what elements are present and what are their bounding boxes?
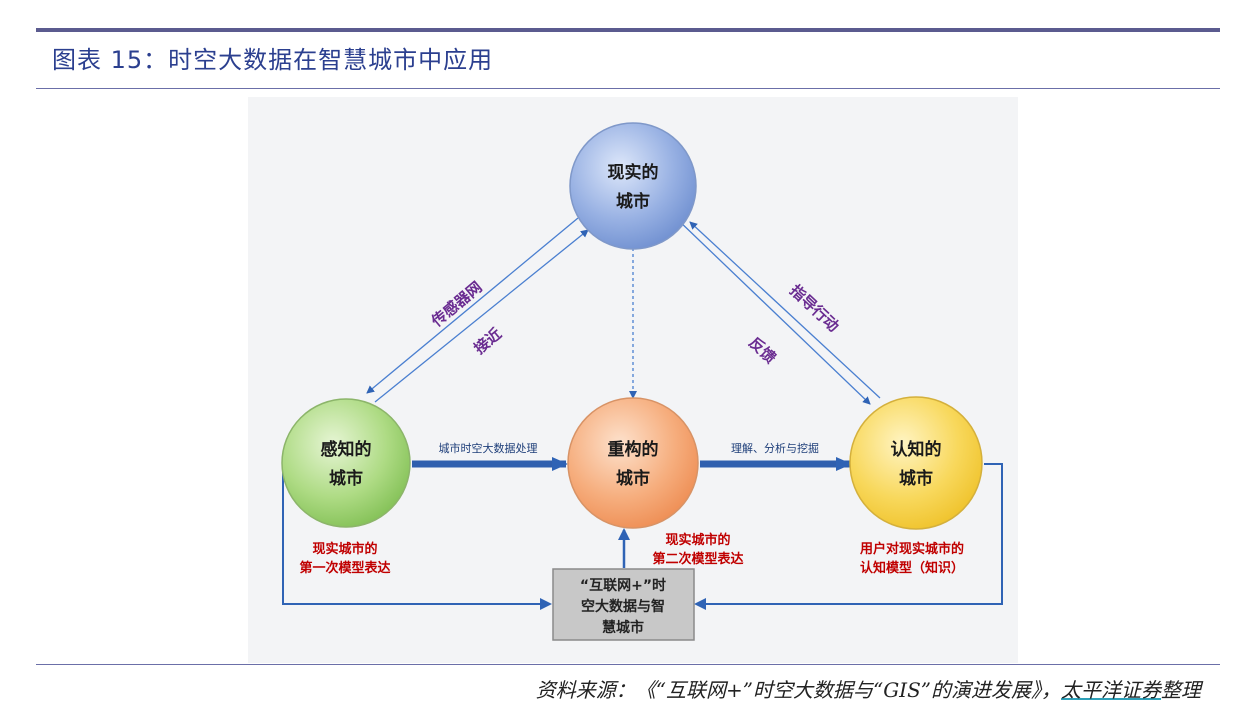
arrow-perceived-to-box (282, 460, 552, 610)
source-note: 资料来源：《“互联网+”时空大数据与“GIS”的演进发展》，太平洋证券整理 (536, 674, 1201, 703)
node-reconstructed-city: 重构的 城市 (567, 397, 699, 529)
center-box-line3: 慧城市 (602, 619, 644, 636)
caption-perceived-1: 现实城市的 (312, 541, 377, 557)
node-real-city-line2: 城市 (616, 191, 650, 212)
node-cognitive-city-line1: 认知的 (891, 439, 942, 460)
label-guide-action: 指导行动 (786, 281, 842, 335)
center-box-line2: 空大数据与智 (581, 598, 665, 615)
node-real-city-line1: 现实的 (608, 162, 659, 183)
node-cognitive-city-line2: 城市 (899, 468, 933, 489)
center-box-line1: “互联网+”时 (580, 577, 666, 594)
arrow-cognitive-to-box (694, 463, 1003, 610)
node-perceived-city-line1: 感知的 (321, 439, 372, 460)
label-city-processing: 城市时空大数据处理 (439, 441, 538, 455)
figure-title: 图表 15：时空大数据在智慧城市中应用 (52, 46, 494, 74)
arrow-feedback (675, 217, 871, 405)
node-reconstructed-city-line2: 城市 (616, 468, 650, 489)
source-suffix: 整理 (1161, 678, 1201, 702)
node-perceived-city: 感知的 城市 (281, 398, 411, 528)
label-approach: 接近 (471, 325, 506, 358)
caption-cognitive-2: 认知模型（知识） (860, 560, 964, 576)
caption-reconstructed-2: 第二次模型表达 (652, 551, 743, 567)
footer-rule (36, 664, 1220, 665)
caption-reconstructed-1: 现实城市的 (665, 532, 730, 548)
node-real-city: 现实的 城市 (569, 122, 697, 250)
source-prefix: 资料来源：《“互联网+”时空大数据与“GIS”的演进发展》， (535, 678, 1061, 702)
caption-cognitive-1: 用户对现实城市的 (859, 541, 964, 557)
node-reconstructed-city-line1: 重构的 (608, 439, 659, 460)
arrow-sensor-network (366, 217, 579, 394)
arrow-approach (374, 229, 589, 403)
arrow-guide-action (689, 221, 881, 399)
node-perceived-city-line2: 城市 (329, 468, 363, 489)
node-cognitive-city: 认知的 城市 (849, 396, 983, 530)
top-bar (36, 28, 1220, 32)
label-feedback: 反馈 (745, 334, 779, 368)
center-box: “互联网+”时 空大数据与智 慧城市 (552, 568, 695, 641)
caption-perceived-2: 第一次模型表达 (299, 560, 390, 576)
label-sensor-network: 传感器网 (427, 278, 485, 331)
title-rule (36, 88, 1220, 89)
label-understanding: 理解、分析与挖掘 (731, 441, 819, 455)
source-org: 太平洋证券 (1061, 678, 1161, 702)
